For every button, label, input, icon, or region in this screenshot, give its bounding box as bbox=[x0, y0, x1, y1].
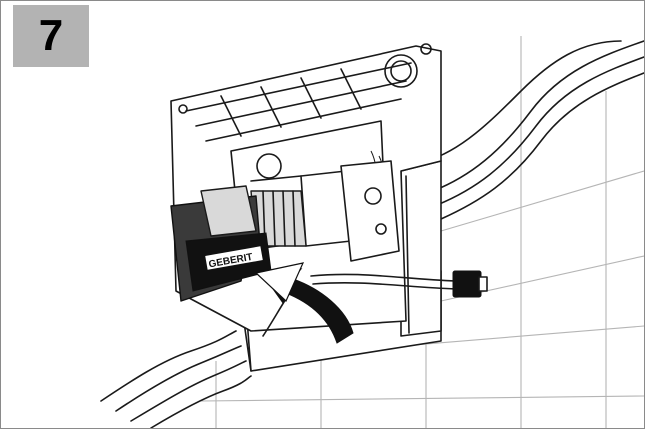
rotation-arrow-icon bbox=[254, 262, 354, 344]
flush-valve-body: GEBERIT bbox=[170, 185, 272, 302]
wall-section-waves bbox=[100, 40, 644, 428]
step-number: 7 bbox=[38, 11, 64, 60]
valve-assembly bbox=[250, 153, 400, 262]
step-badge: 7 bbox=[13, 5, 89, 67]
